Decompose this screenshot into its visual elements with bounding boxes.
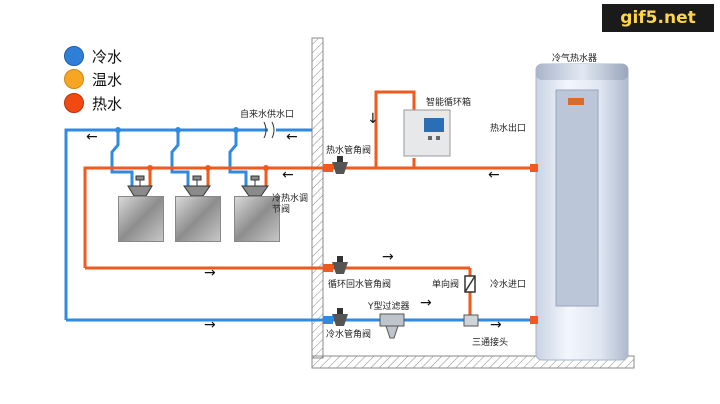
arrow-down-icon: ↓	[367, 111, 379, 127]
fixture-image-2	[175, 196, 221, 242]
arrow-right-icon: →	[382, 249, 394, 265]
legend-warm-label: 温水	[92, 70, 123, 89]
legend-cold-label: 冷水	[92, 47, 123, 66]
mixing-valve-3	[241, 175, 269, 197]
y-filter-icon	[379, 313, 405, 339]
arrow-left-icon: ←	[488, 167, 500, 183]
water-heater-tank	[535, 63, 629, 361]
arrow-right-icon: →	[490, 317, 502, 333]
check-valve-label: 单向阀	[432, 280, 460, 290]
controller-label: 智能循环箱	[426, 98, 472, 108]
legend-hot-water: 热水	[64, 92, 122, 114]
hot-angle-valve-icon	[323, 156, 348, 174]
hot-water-dot-icon	[64, 93, 84, 113]
return-valve-label: 循环回水管角阀	[328, 280, 392, 290]
return-angle-valve-icon	[323, 256, 348, 274]
cold-water-dot-icon	[64, 46, 84, 66]
watermark: gif5.net	[602, 4, 714, 32]
hot-outlet-label: 热水出口	[490, 124, 527, 134]
arrow-right-icon: →	[204, 317, 216, 333]
y-filter-label: Y型过滤器	[368, 302, 410, 312]
legend-warm-water: 温水	[64, 68, 122, 90]
cold-inlet-label: 冷水进口	[490, 280, 527, 290]
pipe-break-mark	[263, 121, 275, 139]
hot-outlet-fitting-icon	[530, 164, 538, 172]
arrow-right-icon: →	[204, 265, 216, 281]
fixture-image-1	[118, 196, 164, 242]
warm-water-dot-icon	[64, 69, 84, 89]
cold-angle-valve-label: 冷水管角阀	[326, 330, 372, 340]
pipe-junctions	[115, 127, 269, 171]
tee-fitting-icon	[463, 314, 479, 327]
arrow-left-icon: ←	[86, 129, 98, 145]
arrow-left-icon: ←	[282, 167, 294, 183]
controller-box	[403, 109, 451, 157]
mix-valve-label: 冷热水调节阀	[272, 194, 309, 215]
tap-water-label: 自来水供水口	[240, 110, 295, 120]
wall-vertical	[311, 37, 324, 359]
arrow-left-icon: ←	[286, 129, 298, 145]
check-valve-icon	[464, 275, 476, 293]
arrow-right-icon: →	[420, 295, 432, 311]
cold-inlet-fitting-icon	[530, 316, 538, 324]
heater-label: 冷气热水器	[552, 54, 598, 64]
tee-label: 三通接头	[472, 338, 509, 348]
cold-angle-valve-icon	[323, 308, 348, 326]
legend-cold-water: 冷水	[64, 45, 122, 67]
legend-hot-label: 热水	[92, 94, 123, 113]
fixture-image-3	[234, 196, 280, 242]
hot-angle-valve-label: 热水管角阀	[326, 146, 372, 156]
cold-water-pipes	[64, 128, 532, 322]
